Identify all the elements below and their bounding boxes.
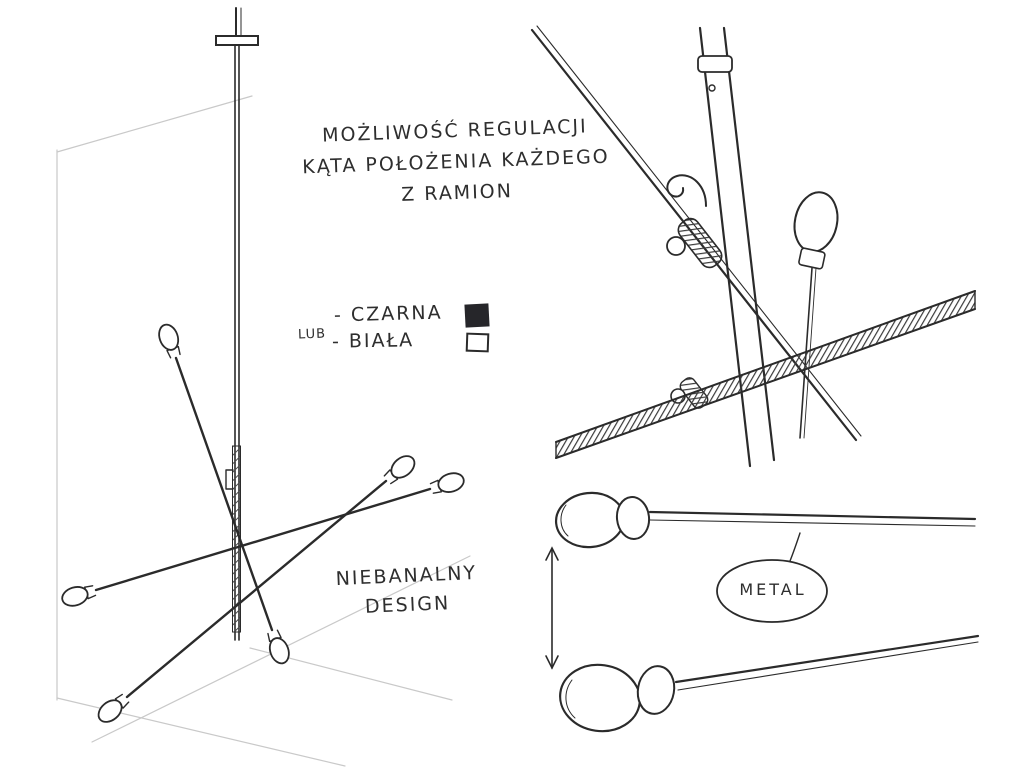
black-color-swatch [465, 304, 489, 327]
arm-detail-sketch [545, 491, 980, 733]
adjust-angle-note: MOŻLIWOŚĆ REGULACJI KĄTA POŁOŻENIA KAŻDE… [284, 110, 627, 215]
design-note: NIEBANALNY DESIGN [321, 558, 493, 623]
detail-bulb [793, 191, 839, 439]
bulb-icon [267, 629, 290, 665]
joint-detail-sketch [530, 25, 976, 468]
left-lamp-sketch [56, 7, 471, 767]
bulb-icon [383, 455, 416, 485]
lamp-arm [158, 323, 290, 665]
material-label: METAL [739, 580, 807, 599]
metal-callout [716, 532, 828, 623]
pole [697, 26, 776, 468]
lamp-arm [61, 472, 465, 607]
hatched-arm [555, 290, 976, 459]
main-rod [225, 44, 241, 641]
dimension-arrow-icon [545, 546, 559, 670]
bulb-icon [158, 323, 181, 359]
arm-bottom [559, 634, 980, 733]
color-option-black-label: - CZARNA [333, 301, 443, 327]
bulb-icon [429, 472, 465, 494]
clamp-joint [666, 217, 723, 269]
arm-top [554, 491, 977, 549]
ceiling-mount [215, 7, 259, 46]
bulb-icon [97, 693, 130, 723]
white-color-swatch [465, 332, 490, 353]
bulb-icon [61, 585, 97, 607]
hook-icon [666, 174, 707, 207]
color-option-white-label: - BIAŁA [331, 329, 415, 353]
color-or-label: LUB [297, 326, 327, 343]
lamp-arm [97, 455, 416, 723]
